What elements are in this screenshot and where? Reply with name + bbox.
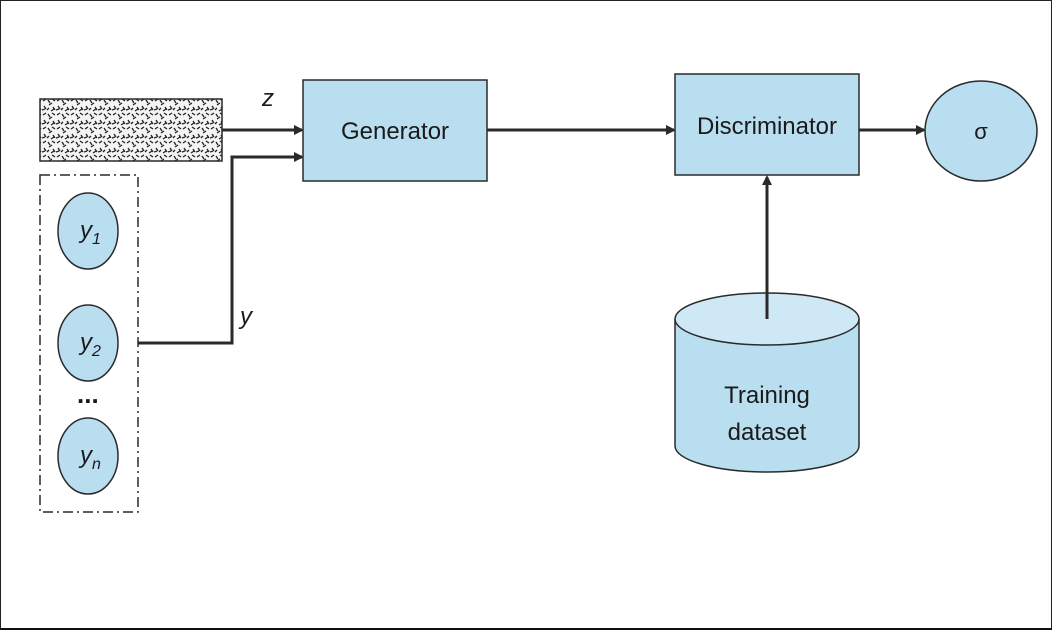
y-label: y <box>238 303 254 330</box>
dataset-label-line2: dataset <box>728 419 807 446</box>
condition-y2-label: y2 <box>78 329 101 360</box>
discriminator-label: Discriminator <box>697 113 837 140</box>
condition-yn-label: yn <box>78 442 101 473</box>
condition-y1-node <box>57 192 119 270</box>
generator-label: Generator <box>341 118 449 145</box>
dataset-label-line1: Training <box>724 382 810 409</box>
discriminator-box <box>674 73 860 176</box>
condition-y2-node <box>57 304 119 382</box>
condition-y1-label: y1 <box>78 217 101 248</box>
condition-yn-node <box>57 417 119 495</box>
noise-input <box>39 98 223 162</box>
y-arrow <box>138 152 304 345</box>
generator-box <box>302 79 488 182</box>
training-dataset-cylinder <box>674 292 860 473</box>
z-label: z <box>261 85 274 112</box>
sigma-label: σ <box>974 119 988 144</box>
ellipsis: ... <box>77 379 99 409</box>
sigma-output-node <box>924 80 1038 182</box>
